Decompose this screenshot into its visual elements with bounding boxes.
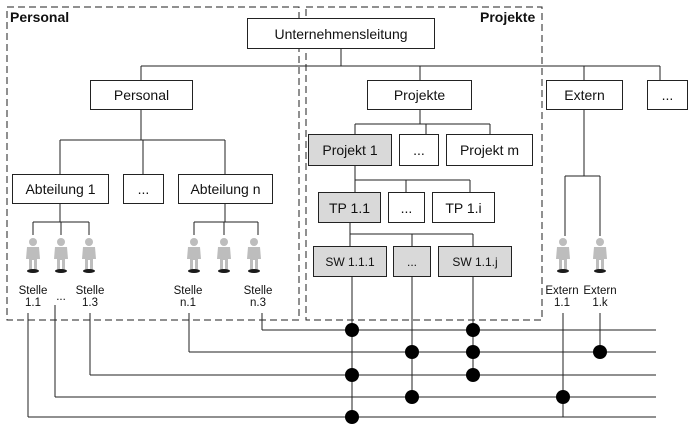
person-icon	[187, 238, 201, 273]
personal-region	[6, 6, 300, 321]
junction-node	[556, 390, 570, 404]
junction-node	[466, 368, 480, 382]
hierarchy-connectors	[32, 48, 661, 246]
junction-node	[593, 345, 607, 359]
region-frames	[6, 6, 543, 321]
node-tp-1-1: TP 1.1	[318, 192, 381, 223]
person-label-stelle-more: ...	[56, 291, 66, 303]
node-projekt-m: Projekt m	[446, 134, 533, 166]
person-icon	[54, 238, 68, 273]
junction-node	[405, 345, 419, 359]
person-icon	[247, 238, 261, 273]
matrix-junction-nodes	[345, 323, 607, 424]
person-icon	[26, 238, 40, 273]
junction-node	[345, 368, 359, 382]
junction-node	[345, 323, 359, 337]
matrix-horizontal-lines	[28, 329, 656, 418]
node-abteilung-1: Abteilung 1	[12, 174, 109, 204]
junction-node	[466, 323, 480, 337]
node-tp-more: ...	[388, 192, 425, 223]
node-sw-1-1-1: SW 1.1.1	[313, 246, 387, 277]
person-icon	[593, 238, 607, 273]
junction-node	[345, 410, 359, 424]
node-unternehmensleitung: Unternehmensleitung	[247, 18, 435, 49]
node-more-top: ...	[647, 80, 688, 110]
projekte-region-label: Projekte	[480, 9, 536, 25]
node-abteilung-more: ...	[123, 174, 164, 204]
node-tp-1-i: TP 1.i	[432, 192, 495, 223]
matrix-vertical-lines	[27, 276, 601, 417]
personal-region-label: Personal	[10, 9, 70, 25]
projekte-region	[305, 6, 543, 321]
person-icon	[556, 238, 570, 273]
node-abteilung-n: Abteilung n	[178, 174, 273, 204]
node-projekte: Projekte	[367, 80, 472, 110]
node-personal: Personal	[90, 80, 193, 110]
node-sw-1-1-j: SW 1.1.j	[438, 246, 512, 277]
node-extern: Extern	[546, 80, 623, 110]
junction-node	[405, 390, 419, 404]
junction-node	[466, 345, 480, 359]
node-sw-more: ...	[393, 246, 431, 277]
node-projekt-1: Projekt 1	[308, 134, 392, 166]
person-icon	[82, 238, 96, 273]
node-projekt-more: ...	[399, 134, 439, 166]
person-icon	[217, 238, 231, 273]
